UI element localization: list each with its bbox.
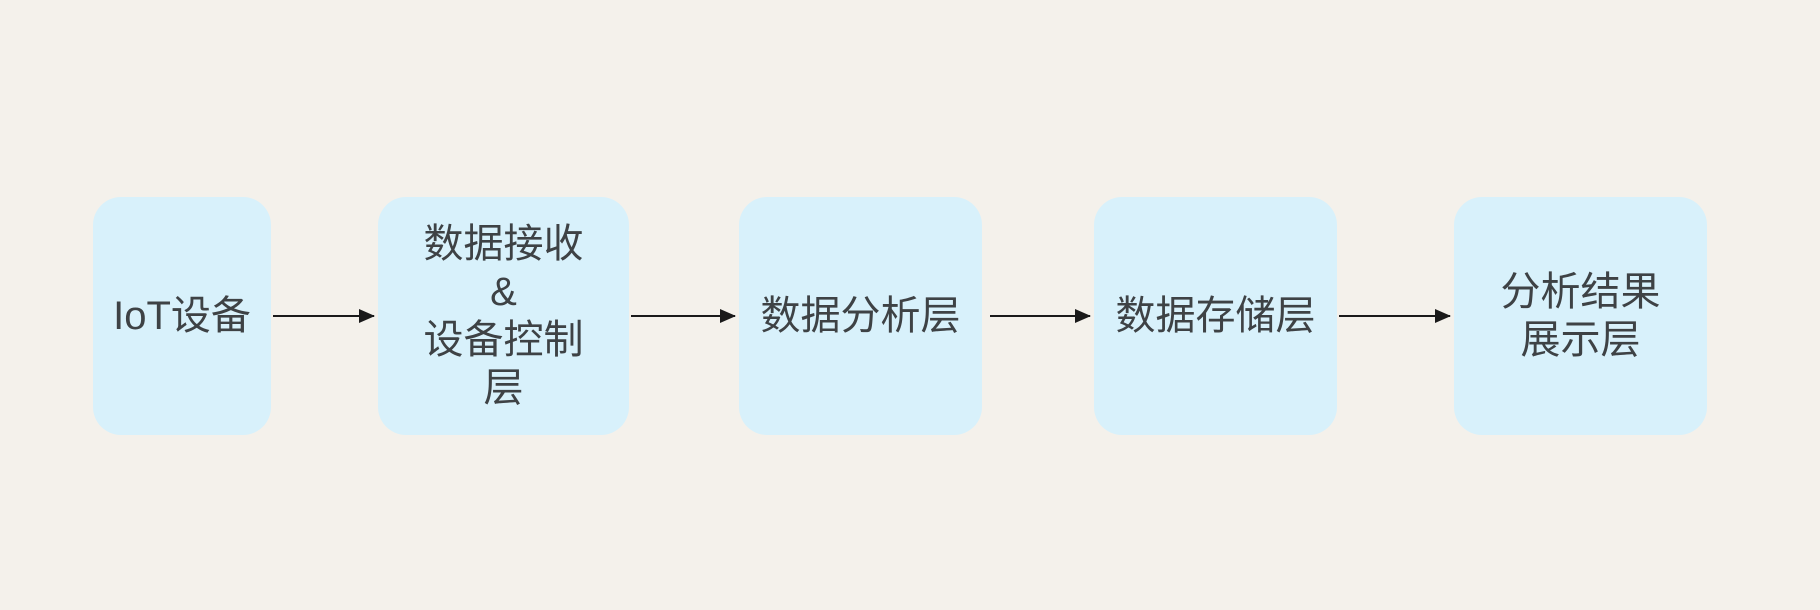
flow-node-data-ingest-device-control-layer: 数据接收 & 设备控制 层 <box>378 197 629 435</box>
flow-node-result-display-layer: 分析结果 展示层 <box>1454 197 1707 435</box>
flow-node-data-analysis-layer: 数据分析层 <box>739 197 982 435</box>
flow-node-iot-device: IoT设备 <box>93 197 271 435</box>
flow-node-data-storage-layer: 数据存储层 <box>1094 197 1337 435</box>
